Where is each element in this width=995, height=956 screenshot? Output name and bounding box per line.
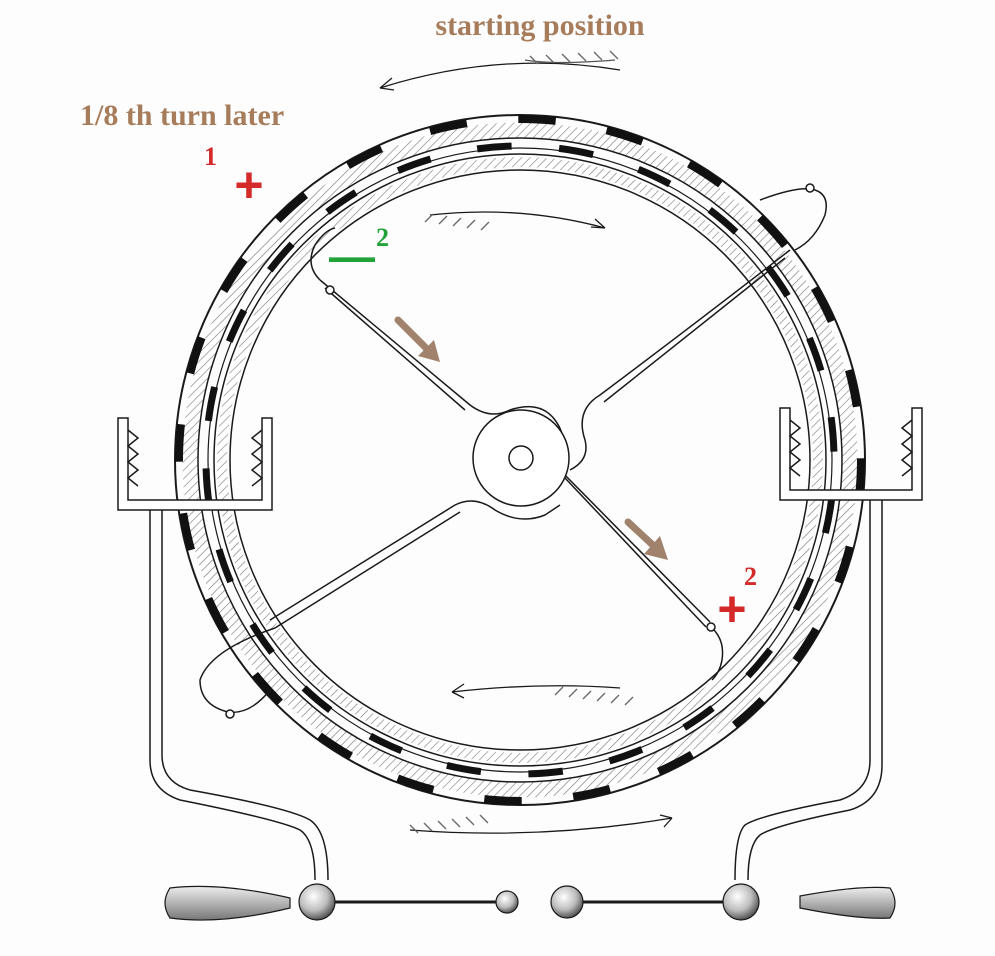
inner-sector-foil	[827, 416, 838, 452]
marker-2b-number: 2	[744, 562, 757, 591]
inner-sector-foil	[558, 144, 594, 159]
feathered-arrow-icon	[424, 211, 606, 231]
inner-sector-foil	[249, 622, 275, 655]
outer-sector-foil	[317, 732, 354, 760]
eighth-turn-later-label: 1/8 th turn later	[80, 99, 284, 132]
inner-sector-foil	[682, 705, 715, 731]
outer-sector-foil	[396, 774, 435, 794]
outer-sector-foil	[186, 336, 206, 375]
inner-sector-foil	[396, 155, 432, 174]
brown-arrow-icon	[394, 316, 440, 362]
inner-sector-foil	[707, 207, 739, 235]
inner-sector-foil	[806, 336, 825, 372]
outer-sector-foil	[274, 191, 309, 223]
feathered-arrow-icon	[451, 683, 634, 706]
outer-sector-foil	[792, 626, 820, 663]
inner-sector-foil	[446, 761, 482, 776]
outer-sector-foil	[811, 285, 836, 324]
marker-2a-number: 2	[376, 223, 389, 252]
inner-sector-foil	[745, 647, 773, 679]
marker-2b-plus-sign: +	[717, 581, 746, 637]
outer-sector-foil	[834, 545, 854, 584]
neutralizer-wire-upper-left	[310, 227, 336, 281]
outer-sector-foil	[518, 114, 557, 125]
inner-disc	[213, 153, 827, 767]
inner-sector-foil	[204, 386, 219, 422]
brown-arrow-icon	[624, 518, 668, 560]
feathered-arrow-icon	[379, 50, 621, 91]
outer-sector-foil	[220, 257, 248, 294]
outer-sector-foil	[251, 671, 283, 706]
outer-sector-foil	[429, 119, 468, 135]
inner-sector-foil	[301, 685, 333, 713]
inner-sector-foil	[792, 577, 815, 612]
inner-sector-foil	[325, 189, 358, 215]
outer-sector-foil	[686, 160, 723, 188]
inner-sector-foil	[225, 308, 248, 343]
inner-sector-foil	[215, 548, 234, 584]
outer-disc-sectors	[174, 114, 866, 806]
neutralizer-wire-upper-right	[759, 188, 827, 251]
inner-sector-foil	[608, 746, 644, 765]
left-collector-comb	[117, 417, 329, 881]
outer-sector-foil	[483, 795, 522, 806]
outer-sector-foil	[204, 596, 229, 635]
neutralizer-wire-lower-left	[199, 627, 276, 714]
neutralizer-wire-lower-right	[711, 627, 724, 681]
marker-1-number: 1	[204, 142, 217, 171]
feathered-arrow-icon	[409, 814, 673, 834]
inner-sector-foil	[368, 732, 403, 755]
inner-sector-foil	[476, 142, 512, 153]
outer-sector-foil	[656, 751, 695, 776]
spark-gap-right	[550, 883, 896, 921]
outer-sector-foil	[572, 785, 611, 801]
outer-sector-foil	[605, 126, 644, 146]
outer-sector-foil	[845, 369, 861, 408]
inner-sector-foil	[267, 241, 295, 273]
outer-sector-foil	[174, 423, 185, 462]
inner-sector-foil	[637, 165, 672, 188]
inner-sector-foil	[528, 767, 564, 778]
hub	[472, 409, 570, 507]
right-collector-comb	[734, 407, 923, 881]
outer-sector-foil	[179, 512, 195, 551]
neutralizer-bar-upper-right	[569, 249, 791, 471]
spark-gap-left	[164, 883, 519, 921]
outer-sector-foil	[731, 697, 766, 729]
marker-1-plus-sign: +	[234, 157, 263, 213]
outer-sector-foil	[757, 214, 789, 249]
starting-position-label: starting position	[435, 9, 645, 42]
outer-sector-foil	[345, 144, 384, 169]
inner-disc-sectors	[202, 142, 838, 778]
neutralizer-bar-lower-left	[269, 500, 561, 621]
marker-2a-minus-sign: —	[329, 230, 375, 282]
